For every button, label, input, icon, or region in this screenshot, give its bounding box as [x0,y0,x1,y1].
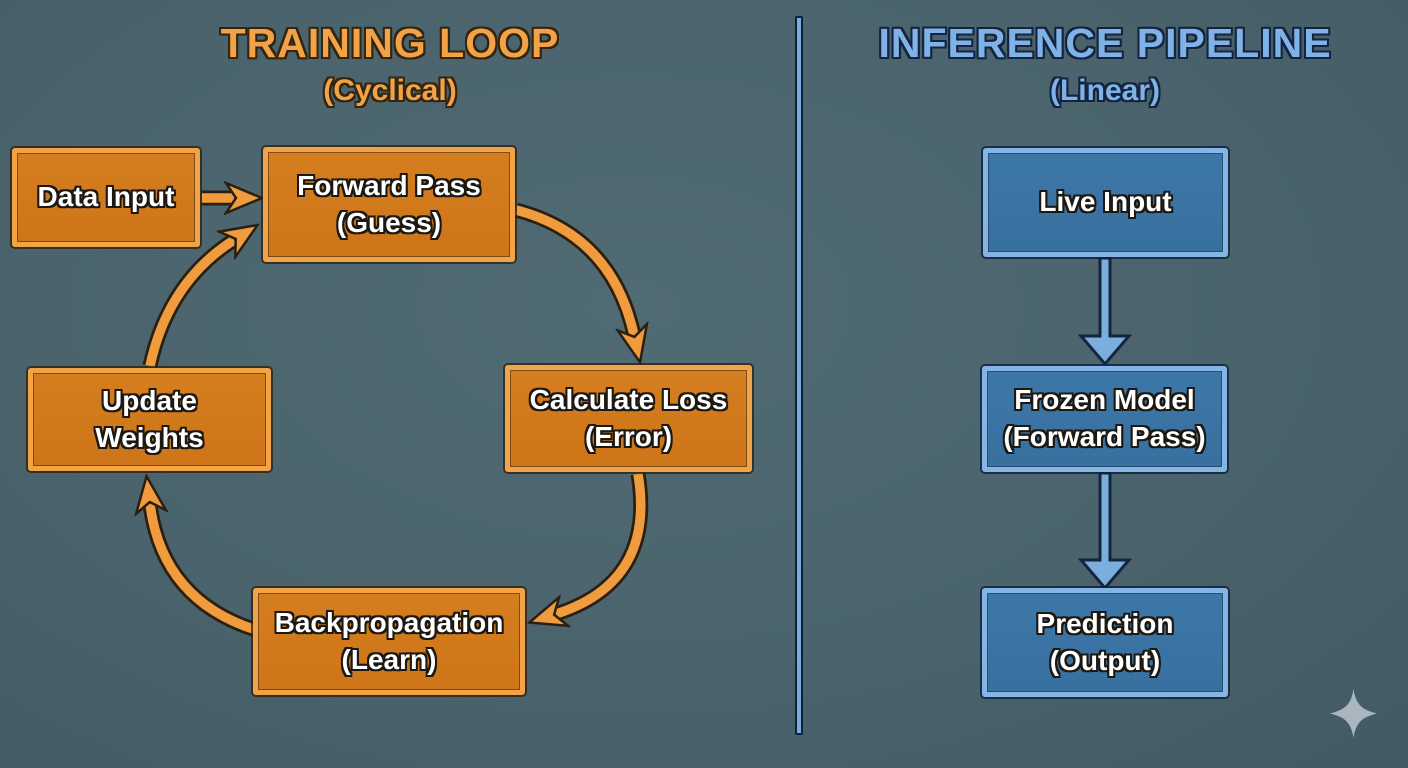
arrow-frozen-model-to-prediction [1077,471,1133,591]
training-subtitle: (Cyclical) [323,74,457,107]
flow-box-prediction: Prediction (Output) [982,588,1228,697]
arrow-live-input-to-frozen-model [1077,256,1133,367]
box-label: Data Input [37,181,175,213]
inference-subtitle: (Linear) [1049,74,1160,107]
flow-box-forward-pass: Forward Pass (Guess) [263,147,515,262]
sparkle-icon [1330,689,1377,738]
flow-box-frozen-model: Frozen Model (Forward Pass) [982,366,1227,472]
box-label: Update [102,384,197,416]
box-label: Prediction [1036,607,1174,639]
box-sublabel: (Output) [1049,644,1161,676]
arrow-forward-pass-to-calculate-loss [514,202,634,335]
inference-title: INFERENCE PIPELINE [878,20,1332,66]
flow-box-live-input: Live Input [983,148,1228,257]
flow-box-calculate-loss: Calculate Loss (Error) [505,365,752,472]
box-label: Calculate Loss [529,383,728,415]
box-sublabel: (Guess) [336,206,442,238]
flow-box-data-input: Data Input [12,148,200,247]
box-label: Forward Pass [297,169,481,201]
training-title: TRAINING LOOP [220,20,560,66]
box-sublabel: (Error) [584,420,673,452]
box-label: Backpropagation [274,606,504,638]
box-label: Frozen Model [1014,384,1195,416]
box-label: Live Input [1039,186,1172,218]
flow-box-update-weights: Update Weights [28,368,271,471]
box-sublabel: (Learn) [341,643,437,675]
arrow-calculate-loss-to-backpropagation [556,472,649,614]
box-sublabel: Weights [95,421,204,453]
arrow-backpropagation-to-update-weights [150,504,259,638]
box-sublabel: (Forward Pass) [1003,421,1206,452]
divider-line [795,16,803,735]
arrow-update-weights-to-forward-pass [142,240,234,368]
flow-box-backpropagation: Backpropagation (Learn) [253,588,525,695]
